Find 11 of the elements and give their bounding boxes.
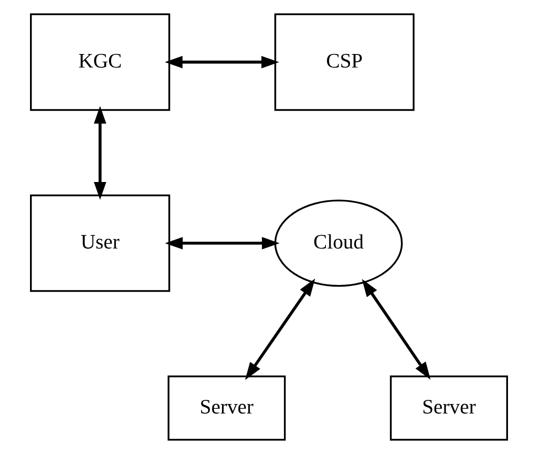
node-box: Server bbox=[390, 376, 508, 441]
node-box: User bbox=[30, 194, 170, 292]
arrow bbox=[164, 56, 280, 68]
node-ellipse: Cloud bbox=[274, 200, 403, 287]
arrow bbox=[245, 278, 316, 380]
node-box: Server bbox=[168, 376, 286, 441]
node-box: KGC bbox=[30, 13, 170, 111]
node-box: CSP bbox=[274, 13, 415, 111]
arrow bbox=[94, 106, 106, 200]
arrow bbox=[165, 237, 280, 250]
arrow bbox=[362, 278, 431, 380]
